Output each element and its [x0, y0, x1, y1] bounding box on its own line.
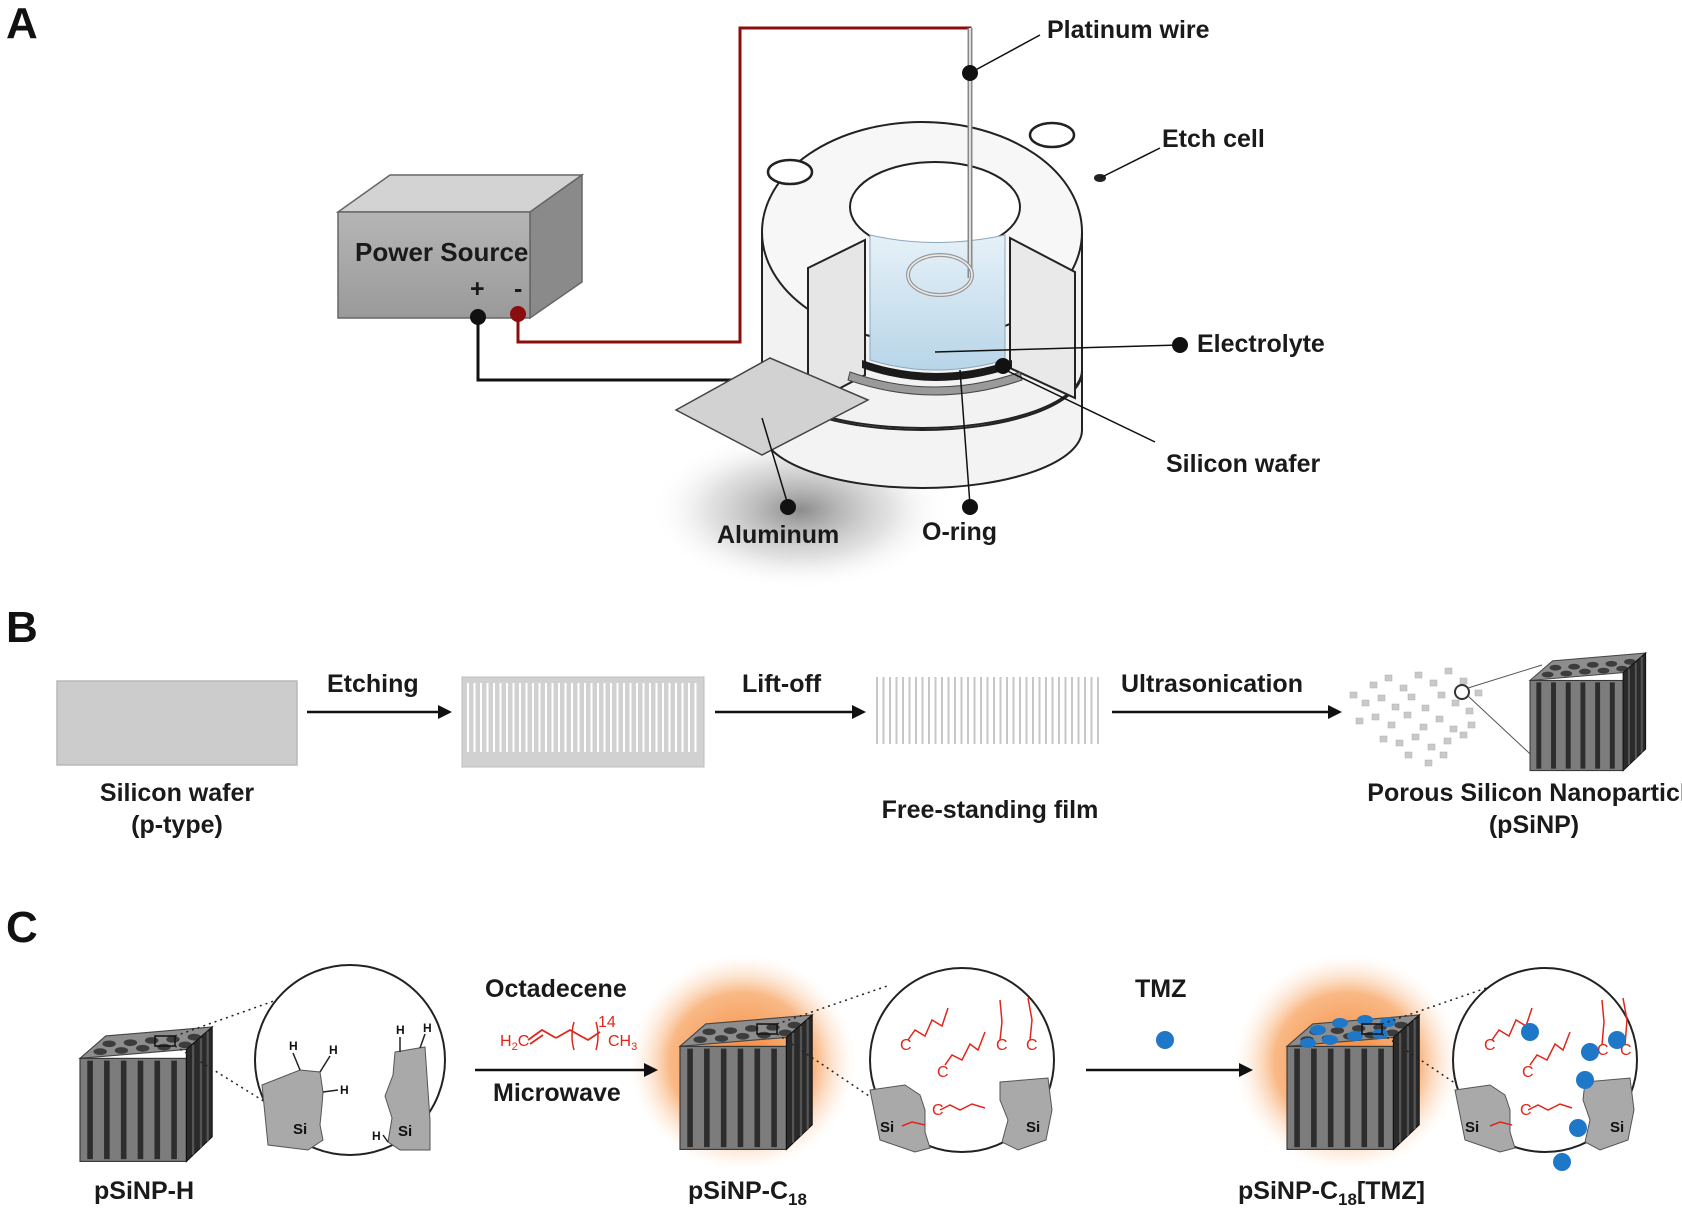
loaded-tmz-dots: [1300, 1015, 1396, 1048]
chain-c-3: C: [996, 1037, 1008, 1054]
reaction-arrows: [475, 1063, 1253, 1077]
si-label-t1: Si: [1465, 1119, 1479, 1136]
zoom-circle-tmz: Si Si C C C C C: [1452, 967, 1638, 1171]
chain-c-1: C: [900, 1037, 912, 1054]
free-standing-film: [876, 677, 1099, 744]
o-ring-label: O-ring: [922, 518, 997, 546]
psinp-abbr-caption: (pSiNP): [1489, 811, 1579, 839]
chain-t-3: C: [1597, 1042, 1609, 1059]
plus-terminal-label: +: [470, 275, 485, 303]
silicon-wafer-label: Silicon wafer: [1166, 450, 1320, 478]
octadecene-formula: H2C 14 CH3: [500, 1014, 637, 1053]
silicon-wafer-block: [56, 680, 298, 766]
step-ultrasonication: Ultrasonication: [1121, 670, 1303, 698]
h-atom-4: H: [396, 1023, 405, 1037]
tmz-molecules: [1521, 1023, 1626, 1171]
porous-particle-cube: [1530, 653, 1646, 771]
psinp-h-cube: [80, 1027, 212, 1161]
callouts: [761, 34, 1181, 506]
si-label-h1: Si: [293, 1121, 307, 1138]
step-lift-off: Lift-off: [742, 670, 822, 698]
h-atom-3: H: [340, 1083, 349, 1097]
chain-t-1: C: [1484, 1037, 1496, 1054]
chain-c-4: C: [1026, 1037, 1038, 1054]
zoom-circle-h: Si Si H H H H H H: [254, 964, 446, 1156]
power-source-box: Power Source + -: [335, 173, 585, 320]
power-source-label: Power Source: [355, 237, 528, 267]
black-wire: [476, 313, 760, 382]
zoom-line-top: [1467, 664, 1543, 689]
panel-a-letter: A: [6, 0, 38, 48]
tmz-molecule: [1156, 1031, 1174, 1049]
svg-text:14: 14: [598, 1014, 616, 1031]
plus-terminal: [470, 309, 486, 325]
platinum-wire-label: Platinum wire: [1047, 16, 1210, 44]
silicon-wafer-caption: Silicon wafer: [100, 779, 254, 807]
electrolyte-label: Electrolyte: [1197, 330, 1325, 358]
panel-b: B Etching Lift-off Ultrasonication Silic…: [6, 603, 1682, 839]
minus-terminal: [510, 306, 526, 322]
free-standing-film-caption: Free-standing film: [882, 796, 1099, 824]
h-atom-1: H: [289, 1039, 298, 1053]
psinp-h-name: pSiNP-H: [94, 1177, 194, 1205]
zoom-circle: [1454, 684, 1470, 700]
nanoparticle-cloud: [1349, 667, 1483, 767]
psinp-c18-tmz-name: pSiNP-C18[TMZ]: [1238, 1177, 1425, 1209]
step-etching: Etching: [327, 670, 419, 698]
h-atom-2: H: [329, 1043, 338, 1057]
panel-c-letter: C: [6, 903, 38, 952]
si-label-h2: Si: [398, 1123, 412, 1140]
si-label-c1: Si: [880, 1119, 894, 1136]
si-label-c2: Si: [1026, 1119, 1040, 1136]
chain-c-2: C: [937, 1064, 949, 1081]
psinp-caption: Porous Silicon Nanoparticle: [1367, 779, 1682, 807]
svg-text:H2C: H2C: [500, 1033, 529, 1053]
p-type-caption: (p-type): [131, 811, 223, 839]
chain-c-5: C: [932, 1102, 944, 1119]
svg-text:CH3: CH3: [608, 1033, 637, 1053]
panel-c: C Si Si: [6, 903, 1638, 1209]
chain-t-2: C: [1522, 1064, 1534, 1081]
zoom-circle-c18: Si Si C C C C C: [869, 967, 1055, 1153]
etch-cell-label: Etch cell: [1162, 125, 1265, 153]
panel-b-letter: B: [6, 603, 38, 652]
drug-tmz-label: TMZ: [1135, 975, 1186, 1003]
psinp-c18-cube: [680, 1015, 812, 1149]
chain-t-4: C: [1620, 1042, 1632, 1059]
chain-t-5: C: [1520, 1102, 1532, 1119]
aluminum-label: Aluminum: [717, 521, 839, 549]
callout-dots: [780, 65, 1188, 515]
si-label-t2: Si: [1610, 1119, 1624, 1136]
reagent-octadecene: Octadecene: [485, 975, 627, 1003]
process-arrows: [307, 705, 1342, 719]
psinp-c18-name: pSiNP-C18: [688, 1177, 807, 1209]
condition-microwave: Microwave: [493, 1079, 621, 1107]
panel-a: A Power Source + -: [6, 0, 1325, 590]
aluminum-strip: [674, 357, 870, 456]
h-atom-5: H: [423, 1021, 432, 1035]
etched-wafer: [461, 676, 705, 768]
minus-terminal-label: -: [514, 275, 522, 303]
h-atom-6: H: [372, 1129, 381, 1143]
